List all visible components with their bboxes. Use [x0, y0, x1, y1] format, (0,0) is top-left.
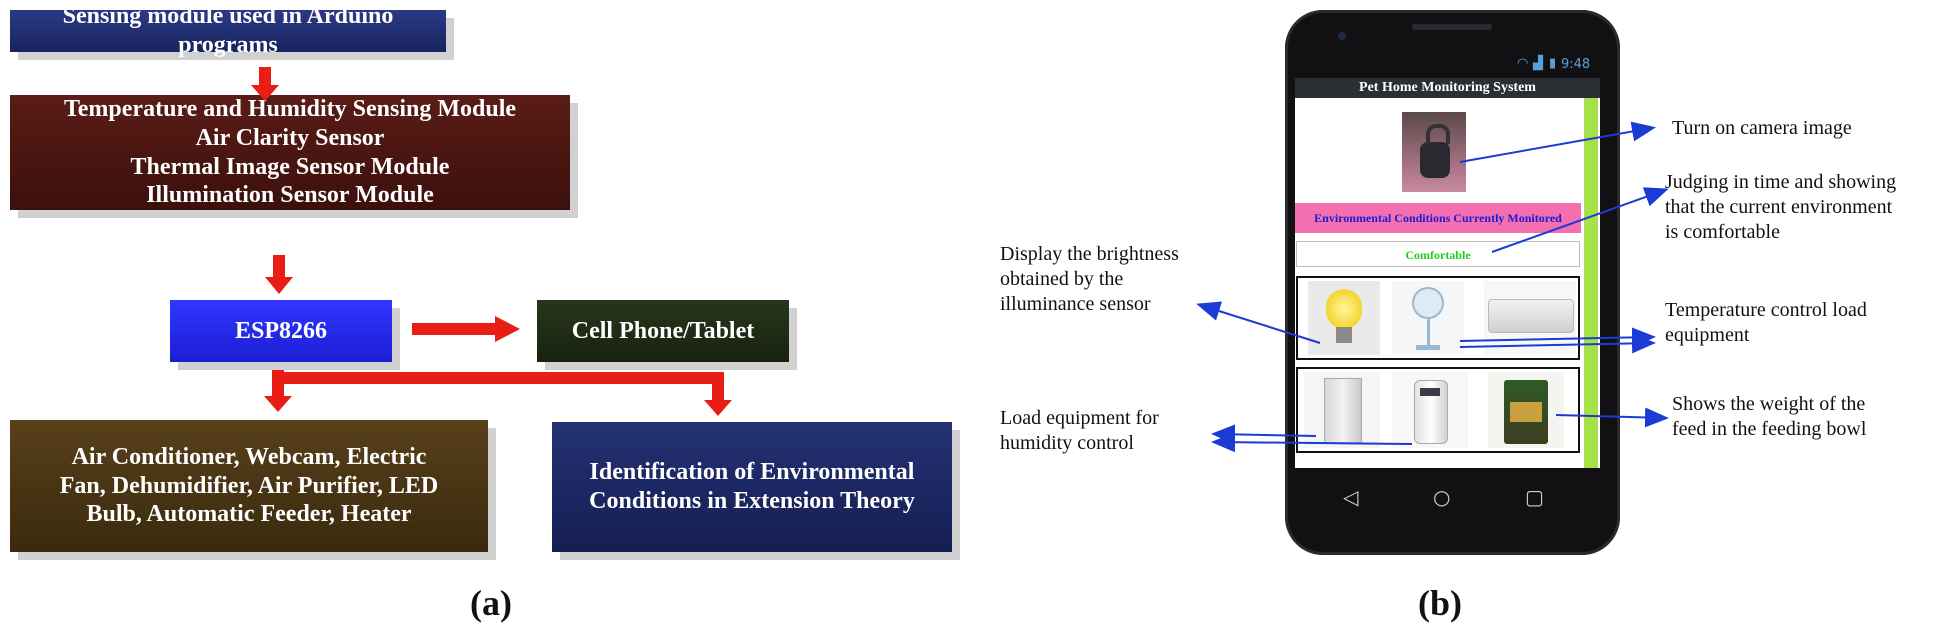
caption-b: (b) [1418, 583, 1462, 623]
back-icon[interactable]: ◁ [1343, 485, 1359, 509]
conditions-header-label: Environmental Conditions Currently Monit… [1314, 211, 1562, 225]
automatic-feeder-icon[interactable] [1488, 372, 1564, 448]
arrow-camera [1459, 121, 1656, 163]
arrow-esp-to-phone [412, 316, 520, 342]
arrow-humidity-1 [1211, 424, 1317, 445]
sensing-module-label: Sensing module used in Arduino programs [62, 3, 394, 58]
camera-image[interactable] [1402, 112, 1466, 192]
electric-fan-icon[interactable] [1392, 281, 1464, 355]
signal-icon: ▟ [1533, 56, 1543, 71]
annotation-judging: Judging in time and showing that the cur… [1665, 171, 1897, 243]
sensors-box: Temperature and Humidity Sensing Module … [10, 95, 570, 210]
fan-pole [1427, 319, 1430, 347]
air-purifier-icon[interactable] [1392, 372, 1468, 448]
esp8266-label: ESP8266 [234, 317, 327, 344]
air-conditioner-icon[interactable] [1484, 281, 1576, 355]
caption-a: (a) [470, 583, 512, 623]
app-title: Pet Home Monitoring System [1359, 80, 1536, 95]
camera-image-subject [1420, 142, 1450, 178]
bulb-glass [1326, 289, 1362, 329]
wifi-icon: ◠ [1517, 56, 1529, 71]
bulb-base [1336, 327, 1352, 343]
light-bulb-icon[interactable] [1308, 281, 1380, 355]
arrow-humidity-2 [1211, 432, 1413, 453]
sensing-module-box: Sensing module used in Arduino programs [10, 3, 446, 58]
purifier-panel [1420, 388, 1440, 396]
fan-base [1416, 345, 1440, 350]
conditions-header: Environmental Conditions Currently Monit… [1295, 203, 1581, 233]
arrow-brightness [1196, 301, 1321, 344]
annotation-camera: Turn on camera image [1672, 117, 1852, 139]
status-time: 9:48 [1561, 57, 1591, 72]
loads-box: Air Conditioner, Webcam, Electric Fan, D… [10, 420, 488, 552]
arrow-esp-to-loads [264, 370, 292, 412]
annotation-humidity: Load equipment for humidity control [1000, 407, 1159, 454]
camera-image-bag-handle [1426, 124, 1450, 144]
ac-body [1488, 299, 1574, 333]
arrow-sensors-to-esp [265, 255, 293, 294]
status-bar: ◠ ▟ ▮ 9:48 [1295, 52, 1600, 78]
arrow-sensing-to-sensors [251, 67, 279, 101]
phone-speaker [1412, 24, 1492, 30]
extension-theory-box: Identification of Environmental Conditio… [552, 422, 952, 552]
annotation-feed: Shows the weight of the feed in the feed… [1672, 393, 1867, 440]
home-icon[interactable]: ○ [1433, 485, 1451, 509]
arrow-temp-2 [1459, 333, 1656, 354]
fan-head [1412, 287, 1444, 319]
loads-label: Air Conditioner, Webcam, Electric Fan, D… [59, 443, 439, 528]
esp8266-box: ESP8266 [170, 300, 392, 362]
scroll-accent-bar [1584, 98, 1598, 468]
camera-dot-icon [1338, 32, 1346, 40]
annotation-temperature: Temperature control load equipment [1665, 299, 1867, 346]
recents-icon[interactable]: ▢ [1525, 485, 1544, 509]
arrow-temp-1 [1459, 327, 1656, 348]
dehumidifier-icon[interactable] [1304, 372, 1380, 448]
extension-theory-label: Identification of Environmental Conditio… [589, 459, 915, 514]
comfort-status: Comfortable [1296, 241, 1580, 267]
battery-icon: ▮ [1549, 56, 1557, 71]
dehumidifier-body [1324, 378, 1362, 444]
app-title-bar: Pet Home Monitoring System [1295, 78, 1600, 98]
phone-tablet-box: Cell Phone/Tablet [537, 300, 789, 362]
comfort-value: Comfortable [1405, 248, 1471, 262]
annotation-brightness: Display the brightness obtained by the i… [1000, 243, 1179, 315]
arrow-esp-to-extension [284, 372, 732, 416]
phone-tablet-label: Cell Phone/Tablet [571, 317, 755, 344]
feeder-label [1510, 402, 1542, 422]
arrow-judging [1491, 187, 1669, 253]
arrow-feed [1555, 407, 1669, 428]
